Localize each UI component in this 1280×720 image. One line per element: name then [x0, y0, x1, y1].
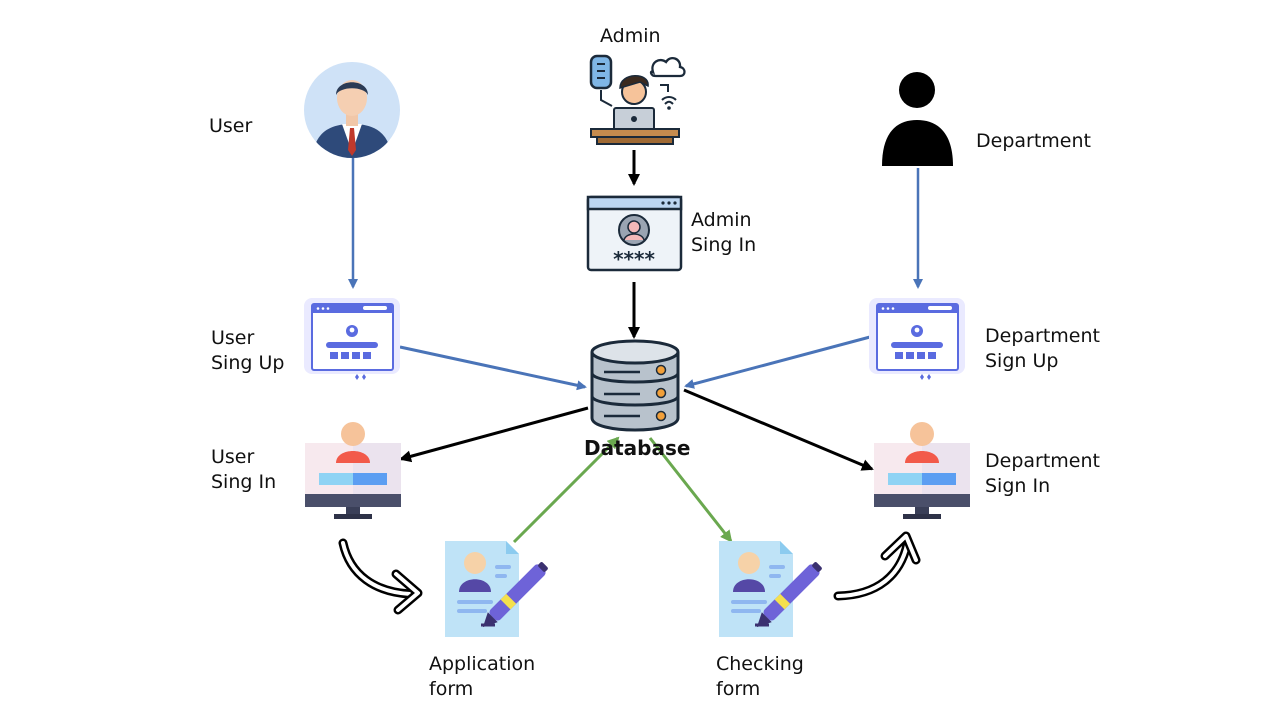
- label-database: Database: [584, 436, 691, 460]
- curved-arrow-left: [338, 538, 423, 615]
- user-signin-monitor-icon: [305, 422, 401, 519]
- label-user-sign-up: User Sing Up: [211, 327, 285, 374]
- label-application-form: Application form: [429, 653, 536, 700]
- user-avatar-icon: [304, 62, 400, 158]
- label-user: User: [209, 115, 253, 137]
- database-icon: [590, 339, 680, 432]
- department-signup-window-icon: [869, 298, 965, 380]
- department-icon: [882, 72, 953, 166]
- label-admin: Admin: [600, 25, 661, 47]
- label-user-sign-in: User Sing In: [211, 446, 277, 493]
- arrow-database-to-department-signin: [683, 388, 874, 471]
- label-department-sign-in: Department Sign In: [985, 450, 1100, 497]
- user-signup-window-icon: [304, 298, 400, 380]
- label-checking-form: Checking form: [716, 653, 804, 700]
- arrow-database-to-user-signin: [399, 406, 589, 463]
- arrow-application-form-to-database: [512, 436, 620, 544]
- curved-arrow-right: [833, 531, 921, 601]
- arrow-database-to-checking-form: [648, 437, 733, 543]
- arrow-department-signup-to-database: [684, 335, 871, 389]
- label-department-sign-up: Department Sign Up: [985, 325, 1100, 372]
- admin-login-window-icon: ****: [586, 195, 683, 272]
- admin-icon: [589, 54, 686, 145]
- checking-form-icon: [719, 541, 822, 637]
- arrow-user-signup-to-database: [399, 345, 587, 391]
- password-mask: ****: [613, 247, 655, 271]
- label-department: Department: [976, 130, 1091, 152]
- department-signin-monitor-icon: [874, 422, 970, 519]
- application-form-icon: [445, 541, 548, 637]
- label-admin-sign-in: Admin Sing In: [691, 209, 757, 256]
